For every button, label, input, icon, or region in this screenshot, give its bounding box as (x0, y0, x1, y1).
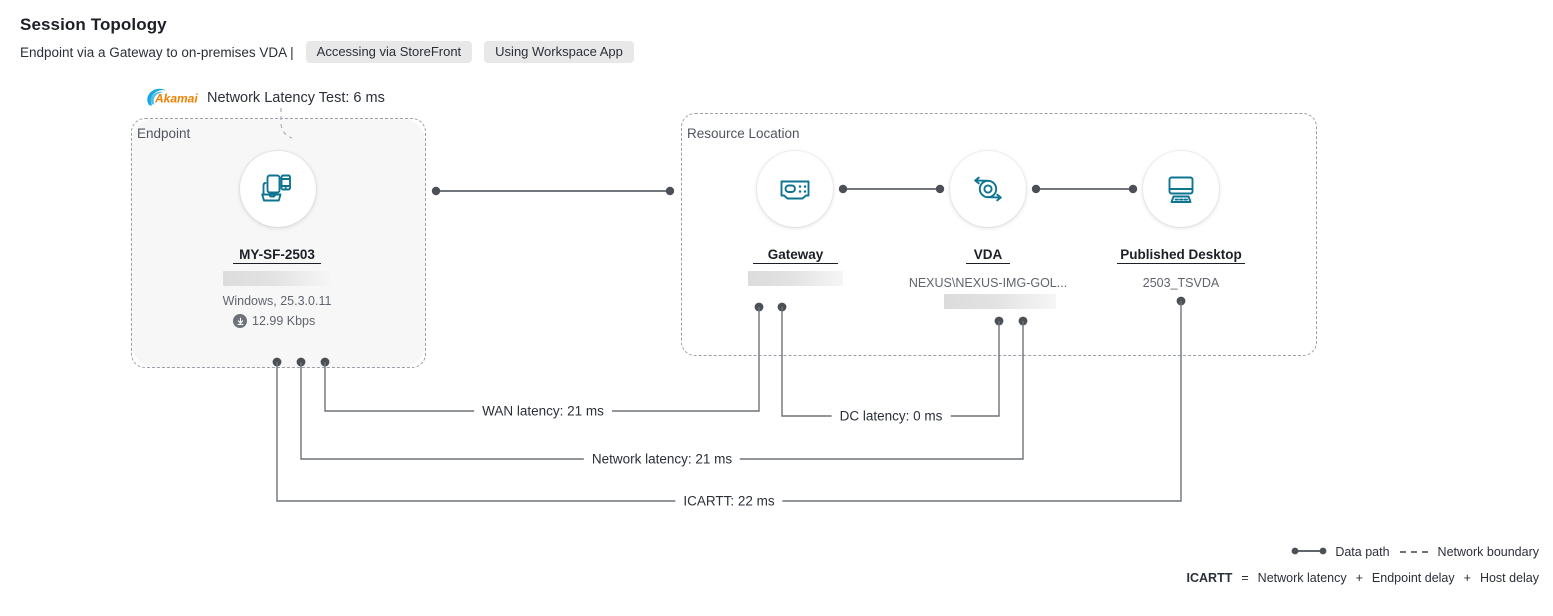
akamai-callout-line (280, 108, 293, 139)
subtitle-row: Endpoint via a Gateway to on-premises VD… (20, 41, 634, 63)
legend-plus-2: + (1463, 571, 1471, 585)
dc-latency-label: DC latency: 0 ms (831, 408, 951, 424)
published-desktop-value: 2503_TSVDA (1142, 276, 1220, 290)
vda-redacted-value (944, 294, 1056, 309)
akamai-latency-label: Network Latency Test: 6 ms (207, 89, 385, 106)
legend-data-path-label: Data path (1335, 545, 1390, 559)
wire-dc-latency (781, 307, 1000, 417)
path-dot (1128, 184, 1138, 194)
node-gateway[interactable] (757, 151, 833, 227)
node-published-desktop[interactable] (1143, 151, 1219, 227)
vda-machine-name: NEXUS\NEXUS-IMG-GOL... (908, 276, 1068, 290)
legend-endpoint-delay-term: Endpoint delay (1371, 571, 1455, 585)
endpoint-boundary-label: Endpoint (137, 126, 191, 141)
path-dot (838, 184, 848, 194)
legend-host-delay-term: Host delay (1479, 571, 1539, 585)
legend-plus-1: + (1355, 571, 1363, 585)
path-dot (935, 184, 945, 194)
endpoint-boundary (131, 118, 426, 368)
wire-wan-latency (324, 307, 760, 412)
vda-icon (968, 169, 1008, 209)
published-desktop-icon (1161, 169, 1201, 209)
icartt-label: ICARTT: 22 ms (675, 493, 783, 509)
path-dot (431, 186, 441, 196)
wan-latency-label: WAN latency: 21 ms (474, 403, 612, 419)
path-dot (665, 186, 675, 196)
legend-icartt-term: ICARTT (1186, 571, 1233, 585)
endpoint-os-version: Windows, 25.3.0.11 (222, 294, 332, 308)
path-dot (1031, 184, 1041, 194)
legend-equals: = (1241, 571, 1249, 585)
legend-network-boundary-label: Network boundary (1437, 545, 1539, 559)
endpoint-bandwidth-row: 12.99 Kbps (233, 314, 315, 328)
subtitle-text: Endpoint via a Gateway to on-premises VD… (20, 44, 294, 60)
endpoint-bandwidth-value: 12.99 Kbps (252, 314, 316, 328)
pill-accessing-via-storefront[interactable]: Accessing via StoreFront (305, 41, 473, 63)
page-title: Session Topology (20, 15, 167, 34)
node-endpoint[interactable] (240, 151, 316, 227)
legend-row-symbols: Data path Network boundary (1291, 545, 1539, 559)
download-icon (233, 314, 247, 328)
legend-network-latency-term: Network latency (1257, 571, 1347, 585)
network-boundary-sample-icon (1399, 551, 1428, 553)
node-vda[interactable] (950, 151, 1026, 227)
akamai-latency-test: Akamai Network Latency Test: 6 ms (146, 88, 385, 107)
vda-title[interactable]: VDA (966, 247, 1010, 264)
gateway-title[interactable]: Gateway (753, 247, 838, 264)
wire-network-latency (300, 321, 1024, 460)
data-path-sample-icon (1291, 545, 1327, 559)
gateway-redacted-value (748, 271, 843, 286)
gateway-icon (775, 169, 815, 209)
endpoint-redacted-value (223, 271, 331, 286)
akamai-logo: Akamai (146, 88, 206, 107)
svg-text:Akamai: Akamai (154, 92, 198, 106)
endpoint-title[interactable]: MY-SF-2503 (233, 247, 321, 264)
published-desktop-title[interactable]: Published Desktop (1117, 247, 1245, 264)
endpoint-devices-icon (258, 169, 298, 209)
pill-using-workspace-app[interactable]: Using Workspace App (484, 41, 634, 63)
legend-row-formula: ICARTT = Network latency + Endpoint dela… (1187, 571, 1539, 585)
resource-location-boundary-label: Resource Location (687, 126, 800, 141)
wire-icartt (276, 301, 1182, 502)
network-latency-label: Network latency: 21 ms (583, 451, 741, 467)
